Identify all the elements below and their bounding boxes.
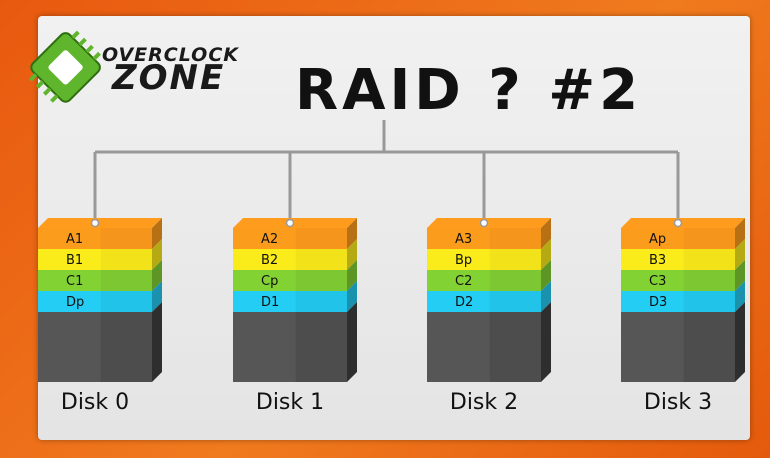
disk-body-highlight bbox=[38, 312, 101, 382]
stripe-block-side bbox=[152, 218, 162, 249]
stripe-block-side bbox=[152, 281, 162, 312]
disk-label: Disk 3 bbox=[643, 390, 713, 415]
stripe-block-highlight bbox=[621, 228, 684, 249]
stripe-block-highlight bbox=[233, 249, 296, 270]
stripe-block-side bbox=[152, 260, 162, 291]
stripe-block-highlight bbox=[38, 291, 101, 312]
stripe-block-label: Bp bbox=[455, 253, 472, 268]
logo-text-overclock: OVERCLOCK bbox=[102, 44, 239, 66]
overclock-zone-logo bbox=[22, 28, 262, 104]
stripe-block-label: Dp bbox=[66, 295, 84, 310]
stripe-block-side bbox=[347, 239, 357, 270]
disk-body-highlight bbox=[621, 312, 684, 382]
disk-label: Disk 0 bbox=[60, 390, 130, 415]
stripe-block-label: Ap bbox=[649, 232, 666, 247]
page-title: RAID ? #2 bbox=[295, 58, 643, 123]
stripe-block-highlight bbox=[38, 228, 101, 249]
stripe-block-label: D1 bbox=[261, 295, 279, 310]
stripe-block-label: A2 bbox=[261, 232, 278, 247]
disk-label: Disk 1 bbox=[255, 390, 325, 415]
chip-icon bbox=[28, 30, 101, 103]
stripe-block-side bbox=[347, 218, 357, 249]
connector-node bbox=[673, 218, 683, 228]
stripe-block-label: D2 bbox=[455, 295, 473, 310]
stripe-block-label: A3 bbox=[455, 232, 472, 247]
disk-body-highlight bbox=[427, 312, 490, 382]
stripe-block-side bbox=[541, 260, 551, 291]
disk-body-highlight bbox=[233, 312, 296, 382]
stripe-block-side bbox=[541, 218, 551, 249]
disk-label: Disk 2 bbox=[449, 390, 519, 415]
stripe-block-highlight bbox=[233, 228, 296, 249]
stack-top-face bbox=[427, 218, 551, 228]
stripe-block-side bbox=[347, 260, 357, 291]
stack-top-face bbox=[621, 218, 745, 228]
connector-node bbox=[285, 218, 295, 228]
stripe-block-label: B1 bbox=[66, 253, 83, 268]
stripe-block-label: D3 bbox=[649, 295, 667, 310]
stripe-block-label: C2 bbox=[455, 274, 472, 289]
stripe-block-side bbox=[347, 281, 357, 312]
stripe-block-highlight bbox=[427, 291, 490, 312]
stripe-block-side bbox=[152, 239, 162, 270]
stripe-block-label: C3 bbox=[649, 274, 666, 289]
stack-top-face bbox=[38, 218, 162, 228]
stripe-block-highlight bbox=[621, 270, 684, 291]
disk-body-side bbox=[347, 302, 357, 382]
stripe-block-highlight bbox=[621, 291, 684, 312]
stripe-block-side bbox=[735, 260, 745, 291]
stripe-block-label: B2 bbox=[261, 253, 278, 268]
stripe-block-highlight bbox=[38, 249, 101, 270]
stripe-block-highlight bbox=[621, 249, 684, 270]
stripe-block-side bbox=[735, 239, 745, 270]
stripe-block-highlight bbox=[38, 270, 101, 291]
stripe-block-label: Cp bbox=[261, 274, 278, 289]
stripe-block-highlight bbox=[427, 228, 490, 249]
disk-body-side bbox=[735, 302, 745, 382]
connector-node bbox=[90, 218, 100, 228]
stripe-block-label: C1 bbox=[66, 274, 83, 289]
logo-text-zone: ZONE bbox=[112, 58, 226, 98]
stripe-block-highlight bbox=[233, 291, 296, 312]
disk-body-side bbox=[541, 302, 551, 382]
connector-node bbox=[479, 218, 489, 228]
stripe-block-label: B3 bbox=[649, 253, 666, 268]
stripe-block-side bbox=[541, 239, 551, 270]
stripe-block-highlight bbox=[427, 249, 490, 270]
stack-top-face bbox=[233, 218, 357, 228]
stripe-block-side bbox=[735, 281, 745, 312]
stripe-block-side bbox=[541, 281, 551, 312]
stripe-block-label: A1 bbox=[66, 232, 83, 247]
disk-body-side bbox=[152, 302, 162, 382]
stripe-block-highlight bbox=[427, 270, 490, 291]
stripe-block-side bbox=[735, 218, 745, 249]
stripe-block-highlight bbox=[233, 270, 296, 291]
